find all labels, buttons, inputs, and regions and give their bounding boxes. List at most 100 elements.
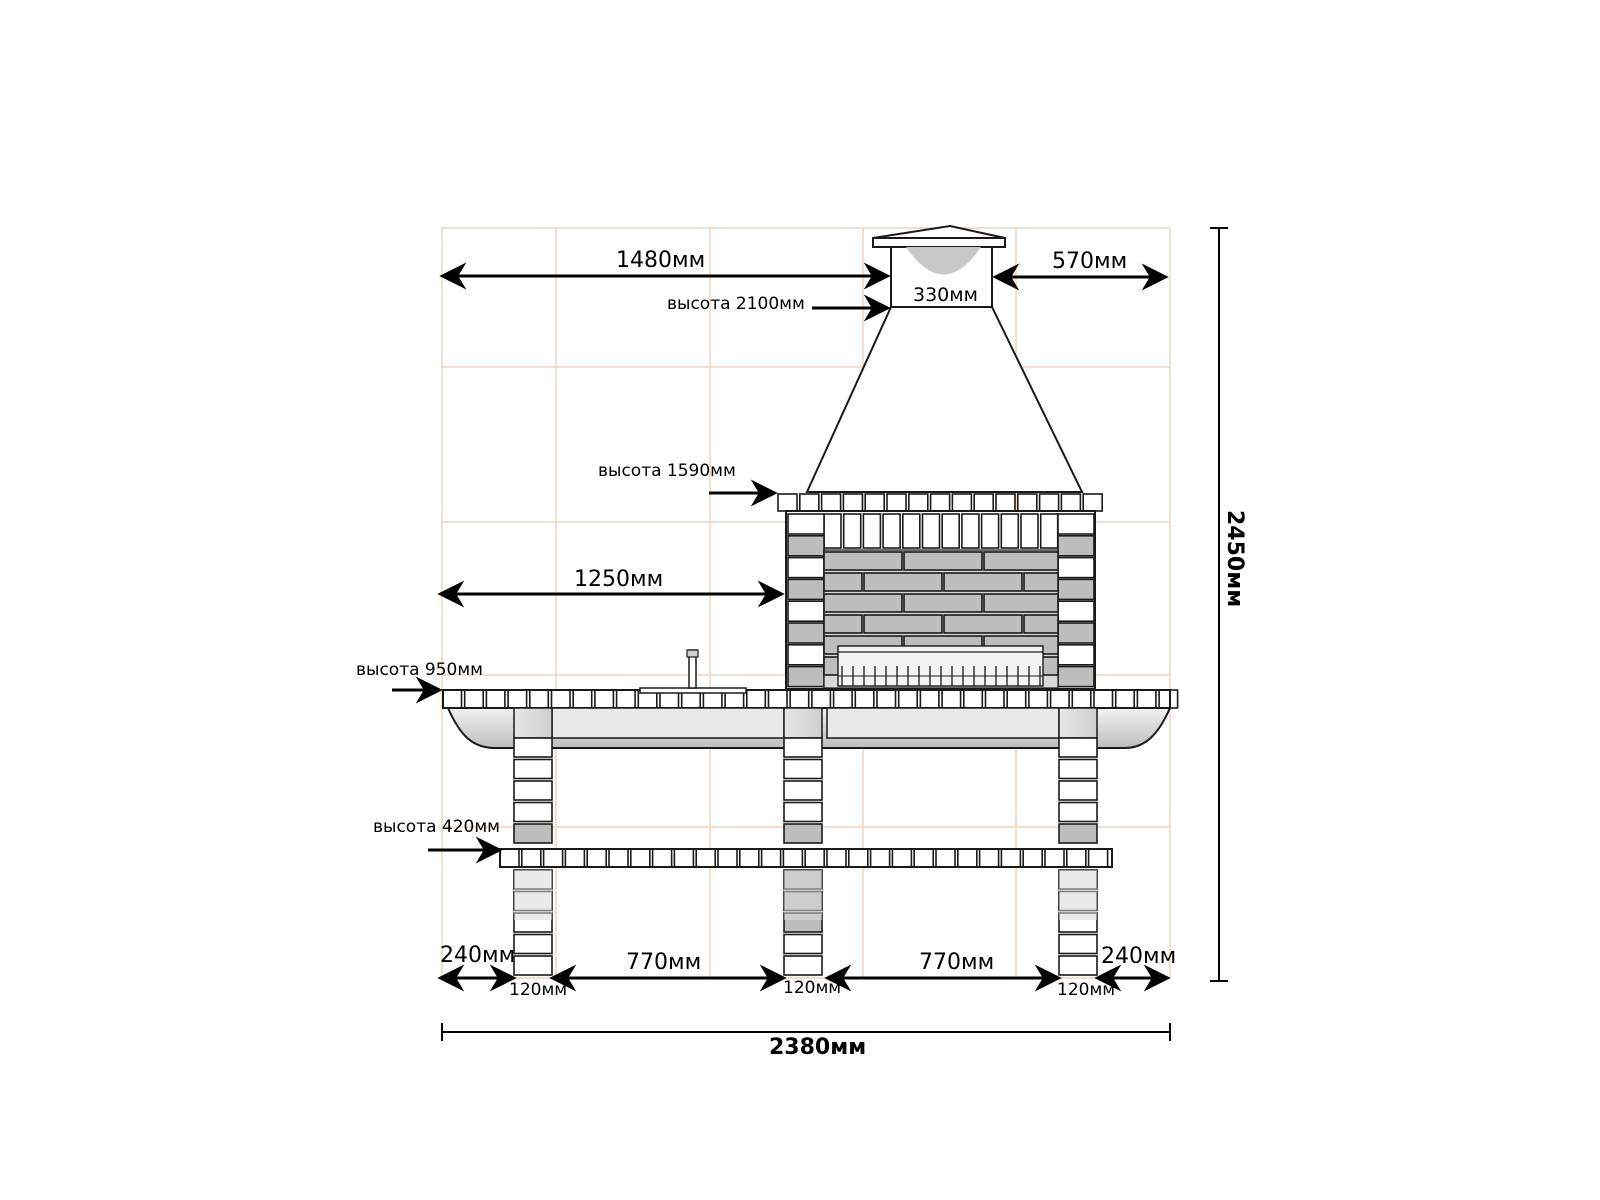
label-h2100: высота 2100мм bbox=[667, 294, 805, 314]
label-120-left: 120мм bbox=[509, 980, 567, 1000]
shelf-brick bbox=[542, 848, 564, 868]
pillar-shadow bbox=[1059, 870, 1097, 920]
countertop-brick bbox=[832, 689, 853, 709]
pillar-brick bbox=[1058, 955, 1098, 976]
firebox-back-brick bbox=[983, 593, 1059, 613]
hood-base-brick bbox=[1082, 493, 1103, 512]
firebox-header-brick bbox=[941, 513, 961, 549]
shelf-brick bbox=[826, 848, 847, 868]
countertop-brick bbox=[615, 689, 636, 709]
chimney-hood bbox=[805, 306, 1084, 493]
hood-base-brick bbox=[1060, 493, 1082, 512]
hood-base-brick bbox=[842, 493, 864, 512]
pillar-brick bbox=[1058, 801, 1098, 823]
firebox-column-brick bbox=[787, 643, 825, 666]
firebox-column-brick bbox=[1057, 513, 1095, 535]
shelf-brick bbox=[564, 848, 586, 868]
shelf-brick bbox=[651, 848, 673, 868]
firebox-bricks bbox=[787, 513, 1095, 689]
shelf-brick bbox=[935, 848, 956, 868]
shelf-brick bbox=[586, 848, 608, 868]
firebox-header-brick bbox=[1000, 513, 1020, 549]
shelf-brick bbox=[804, 848, 826, 868]
pillar-brick bbox=[513, 737, 553, 758]
pillar-brick bbox=[783, 823, 823, 844]
firebox-column-brick bbox=[1057, 556, 1095, 579]
lower-shelf-bricks bbox=[499, 848, 1113, 868]
dimension-labels: 1480мм 570мм 330мм высота 2100мм высота … bbox=[356, 248, 1247, 1060]
hood-base-brick bbox=[907, 493, 929, 512]
pillar-cap bbox=[1058, 707, 1098, 739]
shelf-brick bbox=[738, 848, 760, 868]
countertop-brick bbox=[1158, 689, 1179, 709]
firebox-column-brick bbox=[787, 600, 825, 623]
label-h950: высота 950мм bbox=[356, 660, 483, 680]
overall-dimension-lines bbox=[441, 227, 1228, 1041]
shelf-brick bbox=[673, 848, 695, 868]
shelf-brick bbox=[629, 848, 651, 868]
countertop-brick bbox=[528, 689, 550, 709]
dimension-lines bbox=[392, 262, 1171, 992]
shelf-brick bbox=[520, 848, 542, 868]
firebox-header-brick bbox=[921, 513, 941, 549]
firebox-header-brick bbox=[980, 513, 1000, 549]
shelf-brick bbox=[978, 848, 1000, 868]
countertop-bricks bbox=[442, 689, 1179, 739]
firebox-back-brick bbox=[903, 593, 983, 613]
pillar-shadow bbox=[514, 870, 552, 920]
countertop-brick bbox=[767, 689, 788, 709]
shelf-brick bbox=[1000, 848, 1022, 868]
firebox-back-brick bbox=[823, 614, 863, 634]
firebox-back-brick bbox=[863, 614, 943, 634]
countertop-brick bbox=[1093, 689, 1114, 709]
firebox-header-brick bbox=[842, 513, 862, 549]
firebox-back-brick bbox=[1023, 614, 1059, 634]
hood-base-brick bbox=[886, 493, 907, 512]
label-770-left: 770мм bbox=[626, 950, 701, 975]
firebox-column-brick bbox=[1057, 665, 1095, 688]
hood-base-brick bbox=[798, 493, 820, 512]
firebox-back-brick bbox=[1023, 572, 1059, 592]
countertop-brick bbox=[789, 689, 810, 709]
countertop-brick bbox=[1114, 689, 1135, 709]
firebox-column-brick bbox=[1057, 643, 1095, 666]
hood-base-brick bbox=[1038, 493, 1060, 512]
firebox-column-brick bbox=[787, 534, 825, 557]
firebox-back-brick bbox=[983, 551, 1059, 571]
hood-base-bricks bbox=[777, 493, 1103, 512]
pillar-brick bbox=[513, 955, 553, 976]
countertop-brick bbox=[745, 689, 767, 709]
firebox-column-brick bbox=[1057, 534, 1095, 557]
label-1250: 1250мм bbox=[574, 567, 663, 592]
label-h1590: высота 1590мм bbox=[598, 461, 736, 481]
pillar-brick bbox=[783, 955, 823, 976]
countertop-brick bbox=[1136, 689, 1157, 709]
shelf-brick bbox=[717, 848, 738, 868]
firebox-column-brick bbox=[787, 556, 825, 579]
countertop-brick bbox=[485, 689, 506, 709]
countertop-brick bbox=[507, 689, 528, 709]
shelf-brick bbox=[608, 848, 629, 868]
faucet-head bbox=[686, 649, 699, 658]
countertop-brick bbox=[594, 689, 615, 709]
firebox-column-brick bbox=[1057, 578, 1095, 601]
firebox-back-brick bbox=[943, 614, 1023, 634]
shelf-brick bbox=[847, 848, 869, 868]
pillar-brick bbox=[1058, 758, 1098, 780]
pillar-brick bbox=[1058, 933, 1098, 955]
pillar-brick bbox=[1058, 823, 1098, 844]
shelf-brick bbox=[1044, 848, 1065, 868]
countertop-brick bbox=[854, 689, 875, 709]
pillar-brick bbox=[513, 780, 553, 801]
countertop-brick bbox=[984, 689, 1005, 709]
countertop-brick bbox=[811, 689, 832, 709]
hood-base-brick bbox=[1016, 493, 1038, 512]
pillar-brick bbox=[783, 780, 823, 801]
chimney-cap-band bbox=[872, 237, 1006, 248]
countertop-beam bbox=[551, 707, 785, 739]
label-570: 570мм bbox=[1052, 249, 1127, 274]
pillar-shadow bbox=[784, 870, 822, 920]
shelf-brick bbox=[1066, 848, 1087, 868]
label-330: 330мм bbox=[913, 284, 978, 306]
